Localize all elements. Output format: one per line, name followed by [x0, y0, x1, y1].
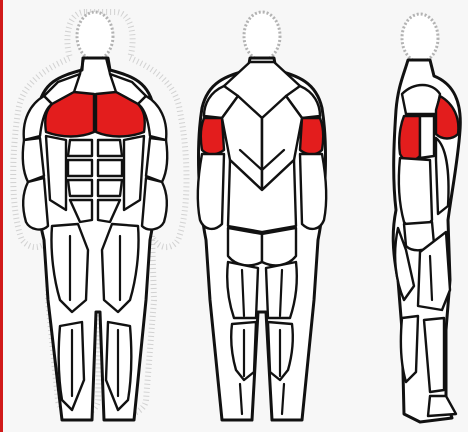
figure-side	[393, 14, 460, 422]
side-bicep	[420, 116, 434, 158]
back-forearm-right	[300, 154, 326, 229]
side-deltoid	[402, 85, 440, 114]
side-calf	[401, 316, 418, 382]
back-head	[244, 12, 280, 60]
side-foot	[428, 396, 456, 416]
front-forearm-right	[142, 178, 167, 229]
triceps-muscle-side	[399, 116, 420, 161]
back-forearm-left	[198, 154, 224, 229]
side-forearm	[399, 158, 432, 228]
triceps-muscle-right	[300, 118, 323, 155]
back-glute-right	[262, 228, 296, 265]
front-ab-2r	[98, 160, 122, 176]
back-glute-left	[228, 228, 262, 265]
front-oblique-right	[124, 136, 144, 210]
front-head	[77, 12, 113, 60]
front-bicep-left	[23, 138, 44, 182]
front-ab-3r	[98, 180, 122, 196]
front-forearm-left	[23, 178, 48, 229]
front-oblique-left	[46, 136, 66, 210]
side-head	[402, 14, 438, 62]
front-ab-1r	[98, 140, 122, 156]
triceps-muscle-left	[201, 118, 224, 155]
front-ab-3l	[68, 180, 92, 196]
figure-back	[198, 12, 326, 420]
front-bicep-right	[146, 138, 167, 182]
front-ab-1l	[68, 140, 92, 156]
front-ab-2l	[68, 160, 92, 176]
figure-front	[13, 12, 186, 420]
